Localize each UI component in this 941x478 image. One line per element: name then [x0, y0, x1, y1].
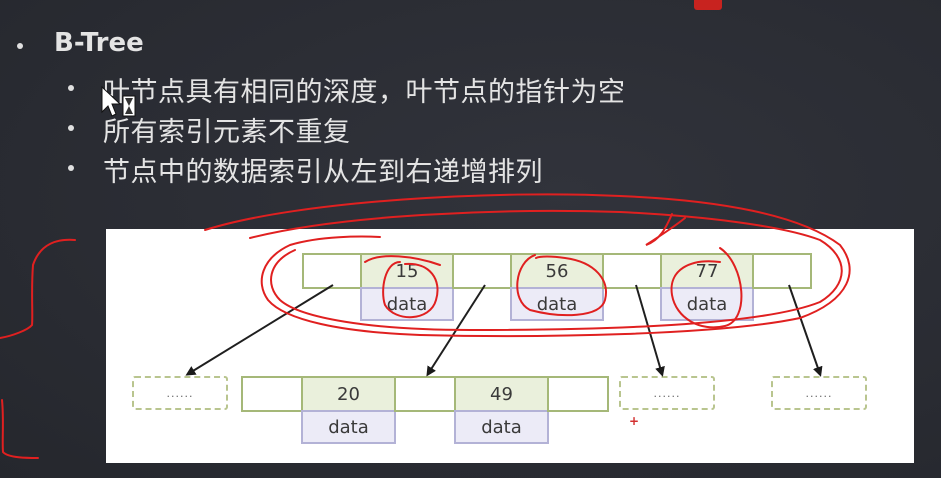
bullet-title: B-Tree: [17, 28, 144, 58]
busy-cursor-icon: [101, 86, 136, 117]
data-cell: data: [660, 287, 754, 321]
bullet-dot-icon: [68, 85, 74, 91]
key-value: 15: [395, 260, 419, 282]
bullet-text: B-Tree: [54, 28, 144, 58]
placeholder-node: ......: [619, 376, 715, 410]
key-value: 20: [337, 383, 360, 405]
bullet-item: 节点中的数据索引从左到右递增排列: [68, 150, 543, 189]
key-value: 49: [490, 383, 513, 405]
data-cell: data: [301, 410, 396, 444]
bullet-text: 叶节点具有相同的深度，叶节点的指针为空: [103, 77, 626, 108]
bullet-item: 所有索引元素不重复: [68, 110, 351, 149]
placeholder-node: ......: [132, 376, 228, 410]
bullet-text: 节点中的数据索引从左到右递增排列: [103, 157, 543, 188]
bullet-item: 叶节点具有相同的深度，叶节点的指针为空: [68, 70, 626, 109]
data-cell: data: [454, 410, 549, 444]
key-cell: 77 data: [660, 253, 754, 321]
pointer-cell: [394, 376, 456, 412]
bullet-dot-icon: [17, 43, 23, 49]
data-cell: data: [360, 287, 454, 321]
recording-indicator-icon: [694, 0, 722, 10]
key-cell: 20 data: [301, 376, 396, 444]
child-node: 20 data 49 data: [241, 376, 609, 444]
key-cell: 56 data: [510, 253, 604, 321]
key-value: 77: [695, 260, 719, 282]
pointer-cell: [752, 253, 812, 289]
bullet-dot-icon: [68, 165, 74, 171]
key-cell: 49 data: [454, 376, 549, 444]
bullet-text: 所有索引元素不重复: [103, 117, 351, 148]
pointer-cell: [547, 376, 609, 412]
placeholder-node: ......: [771, 376, 867, 410]
key-value: 56: [545, 260, 569, 282]
pointer-cell: [302, 253, 362, 289]
pointer-cell: [241, 376, 303, 412]
root-node: 15 data 56 data 77 data: [302, 253, 812, 321]
data-cell: data: [510, 287, 604, 321]
pointer-cell: [452, 253, 512, 289]
key-cell: 15 data: [360, 253, 454, 321]
plus-mark: +: [629, 414, 640, 428]
bullet-dot-icon: [68, 125, 74, 131]
pointer-cell: [602, 253, 662, 289]
